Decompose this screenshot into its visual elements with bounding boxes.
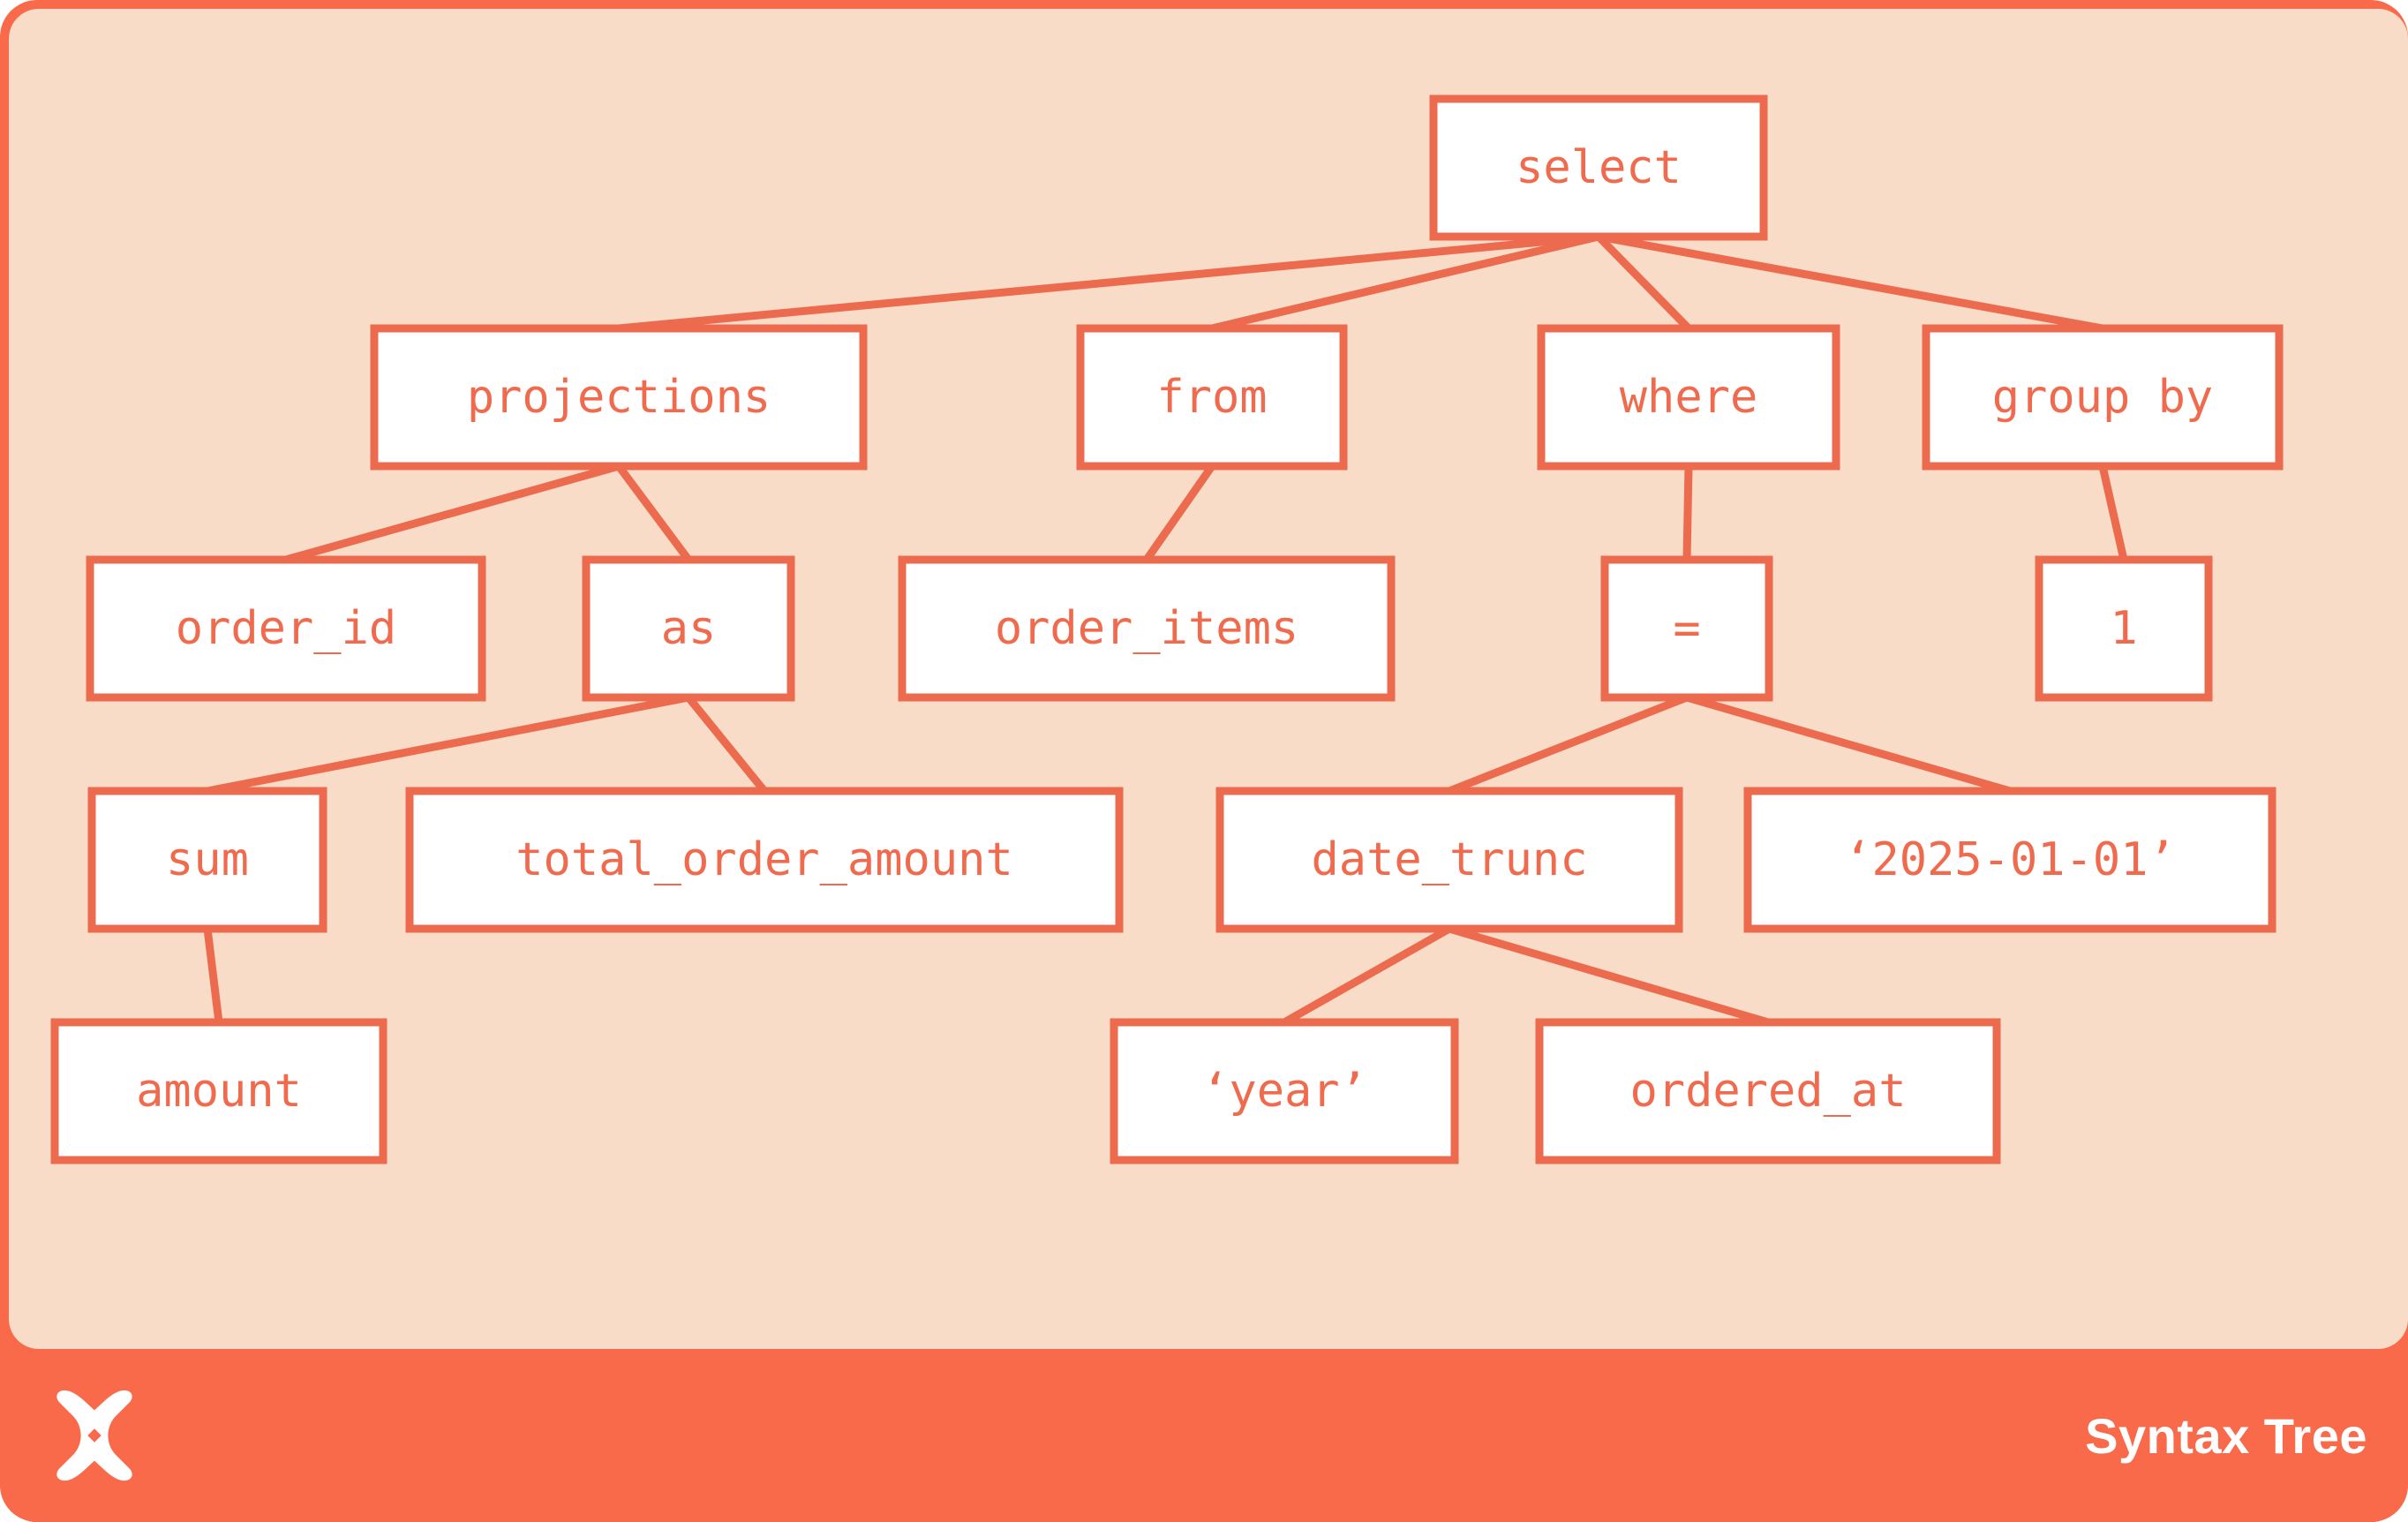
tree-node-amount[interactable]: amount	[50, 1018, 388, 1164]
tree-node-as[interactable]: as	[582, 555, 795, 702]
tree-edge	[1598, 232, 2103, 333]
tree-edge	[618, 232, 1599, 333]
tree-node-date_trunc[interactable]: date_trunc	[1215, 787, 1683, 933]
tree-edge	[615, 463, 692, 562]
tree-node-select[interactable]: select	[1429, 94, 1768, 241]
tree-edge	[1448, 693, 1689, 795]
tree-node-label: date_trunc	[1311, 833, 1587, 886]
tree-edge	[207, 693, 689, 795]
footer-title: Syntax Tree	[2085, 1407, 2367, 1464]
tree-node-label: sum	[166, 833, 249, 886]
tree-edge	[2098, 465, 2128, 561]
tree-node-label: projections	[467, 371, 771, 424]
tree-node-projections[interactable]: projections	[370, 324, 868, 471]
tree-node-label: order_items	[995, 602, 1298, 655]
tree-node-label: order_id	[176, 602, 396, 655]
tree-node-box	[1743, 787, 2276, 933]
tree-node-box	[1600, 555, 1773, 702]
tree-edge	[1210, 232, 1600, 333]
tree-edge	[1448, 924, 1770, 1027]
tree-node-eq[interactable]: =	[1600, 555, 1773, 702]
tree-node-year_literal[interactable]: ‘year’	[1110, 1018, 1459, 1164]
tree-node-sum[interactable]: sum	[87, 787, 327, 933]
syntax-tree-graph: select projections from where group by order_…	[50, 94, 2284, 1164]
tree-edge	[1685, 693, 2012, 795]
tree-node-label: ordered_at	[1629, 1065, 1906, 1118]
tree-edge	[1282, 925, 1452, 1026]
tree-node-box	[1537, 324, 1840, 471]
tree-edge	[685, 695, 768, 794]
tree-node-group_by[interactable]: group by	[1922, 324, 2284, 471]
tree-node-box	[87, 787, 327, 933]
tree-node-total_order_amount[interactable]: total_order_amount	[405, 787, 1124, 933]
tree-node-label: group by	[1992, 371, 2213, 424]
tree-edge	[1682, 465, 1693, 561]
tree-node-box	[898, 555, 1396, 702]
x-butterfly-logo-icon	[46, 1387, 143, 1484]
tree-edges-layer	[203, 232, 2128, 1027]
tree-node-where[interactable]: where	[1537, 324, 1840, 471]
tree-node-box	[1110, 1018, 1459, 1164]
tree-node-label: =	[1673, 602, 1700, 655]
tree-node-ordered_at[interactable]: ordered_at	[1535, 1018, 2001, 1164]
tree-node-box	[1215, 787, 1683, 933]
tree-node-box	[405, 787, 1124, 933]
footer-bar: Syntax Tree	[0, 1349, 2408, 1522]
tree-node-from[interactable]: from	[1076, 324, 1348, 471]
tree-node-box	[2035, 555, 2213, 702]
tree-node-order_id[interactable]: order_id	[86, 555, 486, 702]
tree-node-order_items[interactable]: order_items	[898, 555, 1396, 702]
tree-node-box	[370, 324, 868, 471]
tree-node-box	[50, 1018, 388, 1164]
tree-node-box	[582, 555, 795, 702]
tree-node-label: 1	[2110, 602, 2137, 655]
tree-node-label: where	[1620, 371, 1758, 424]
tree-node-date_literal[interactable]: ‘2025-01-01’	[1743, 787, 2276, 933]
tree-node-label: ‘year’	[1201, 1065, 1367, 1118]
tree-node-label: as	[661, 602, 717, 655]
tree-node-box	[1429, 94, 1768, 241]
tree-node-label: total_order_amount	[515, 833, 1013, 886]
tree-node-box	[1076, 324, 1348, 471]
tree-node-label: ‘2025-01-01’	[1844, 833, 2176, 886]
tree-edge	[203, 928, 223, 1023]
tree-nodes-layer: select projections from where group by order_…	[50, 94, 2284, 1164]
tree-node-box	[1922, 324, 2284, 471]
tree-node-box	[1535, 1018, 2001, 1164]
tree-edge	[284, 462, 621, 564]
tree-node-one[interactable]: 1	[2035, 555, 2213, 702]
tree-edge	[1143, 463, 1215, 562]
tree-node-box	[86, 555, 486, 702]
tree-edge	[1595, 233, 1692, 332]
tree-node-label: from	[1156, 371, 1267, 424]
tree-node-label: amount	[136, 1065, 302, 1118]
tree-node-label: select	[1516, 141, 1682, 194]
